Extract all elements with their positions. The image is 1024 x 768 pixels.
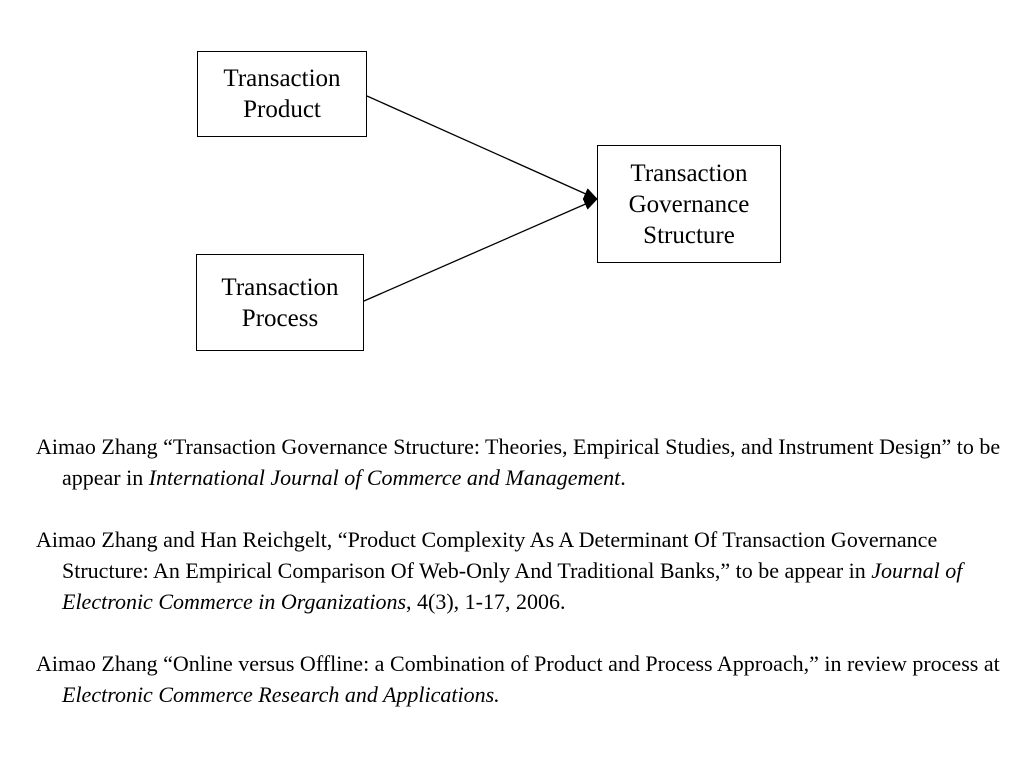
reference-item: Aimao Zhang “Transaction Governance Stru… [36,431,1011,493]
reference-text: Aimao Zhang “Transaction Governance Stru… [36,434,1001,490]
node-label-line: Transaction [630,159,748,187]
node-transaction-process: Transaction Process [196,254,364,351]
node-label-line: Process [241,304,319,332]
reference-text: Aimao Zhang “Online versus Offline: a Co… [36,651,1000,676]
reference-text-end: , 4(3), 1-17, 2006. [406,589,566,614]
arrows-layer [363,95,598,302]
node-label-line: Structure [643,221,735,249]
reference-list: Aimao Zhang “Transaction Governance Stru… [36,431,1011,710]
arrow-product-to-governance [366,95,598,200]
node-label-line: Transaction [223,65,341,92]
reference-text: Aimao Zhang and Han Reichgelt, “Product … [36,527,938,583]
node-transaction-governance-structure: Transaction Governance Structure [597,145,781,263]
reference-item: Aimao Zhang and Han Reichgelt, “Product … [36,524,1011,617]
reference-text-end: . [620,465,626,490]
arrow-process-to-governance [363,198,598,302]
node-label-line: Governance [628,190,750,218]
reference-journal: Journal of Electronic Commerce in Organi… [62,558,963,614]
node-label-line: Transaction [221,273,339,301]
reference-journal: Electronic Commerce Research and Applica… [62,682,500,707]
reference-journal: International Journal of Commerce and Ma… [148,465,621,490]
reference-item: Aimao Zhang “Online versus Offline: a Co… [36,648,1011,710]
node-transaction-product: Transaction Product [197,51,367,137]
node-label-line: Product [243,96,321,123]
diagram: Transaction Product Transaction Process … [0,0,1024,380]
